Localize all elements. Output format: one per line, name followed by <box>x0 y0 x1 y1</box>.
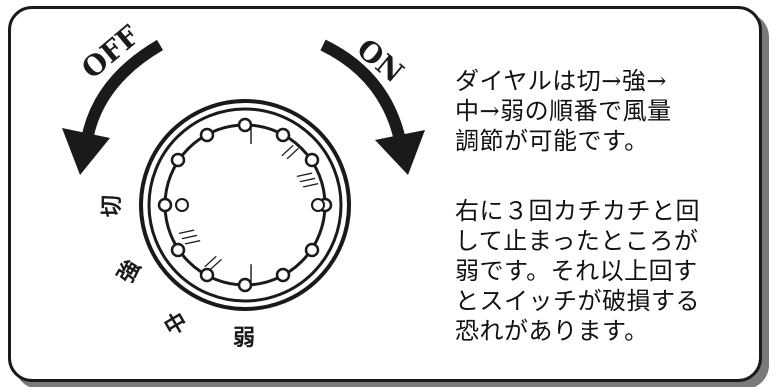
dial <box>139 99 351 311</box>
off-label: OFF <box>75 19 145 86</box>
tick-mark-1-top: | <box>248 124 254 145</box>
off-position-dot-right <box>311 198 325 212</box>
off-arrow <box>62 39 164 175</box>
position-label-kyou: 強 <box>113 256 147 288</box>
position-label-naka: 中 <box>160 309 192 342</box>
off-position-dot <box>175 198 189 212</box>
instruction-paragraph-1: ダイヤルは切→強→ 中→弱の順番で風量 調節が可能です。 <box>455 67 672 155</box>
position-label-jaku: 弱 <box>233 326 255 351</box>
instruction-paragraph-2: 右に３回カチカチと回 して止まったところが 弱です。それ以上回す とスイッチが破… <box>455 197 700 345</box>
tick-mark-1-bottom: | <box>248 262 254 283</box>
on-arrow <box>320 39 425 175</box>
position-label-kiri: 切 <box>100 195 125 217</box>
on-label: ON <box>351 32 411 89</box>
